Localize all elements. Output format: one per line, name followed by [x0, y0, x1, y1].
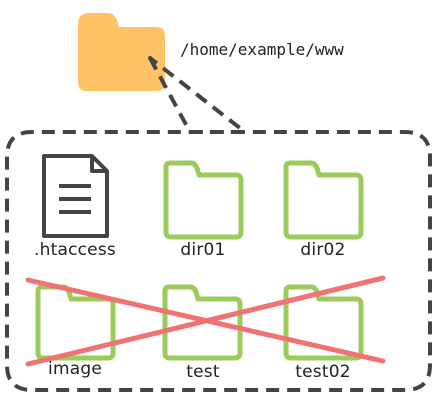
item-label-htaccess: .htaccess	[34, 240, 116, 260]
item-label-test: test	[186, 362, 220, 382]
folder-outline-icon	[163, 160, 244, 240]
item-label-dir02: dir02	[300, 240, 346, 260]
folder-icon	[78, 13, 165, 91]
dashed-container	[5, 56, 432, 392]
folder-outline-icon	[283, 284, 364, 361]
folder-outline-icon	[283, 160, 364, 240]
item-label-test02: test02	[295, 362, 351, 382]
file-icon	[42, 154, 109, 238]
parent-path-label: /home/example/www	[180, 40, 344, 59]
item-label-image: image	[48, 359, 102, 379]
item-label-dir01: dir01	[180, 240, 226, 260]
exclusion-cross-line	[25, 275, 386, 367]
folder-outline-icon	[162, 284, 243, 361]
